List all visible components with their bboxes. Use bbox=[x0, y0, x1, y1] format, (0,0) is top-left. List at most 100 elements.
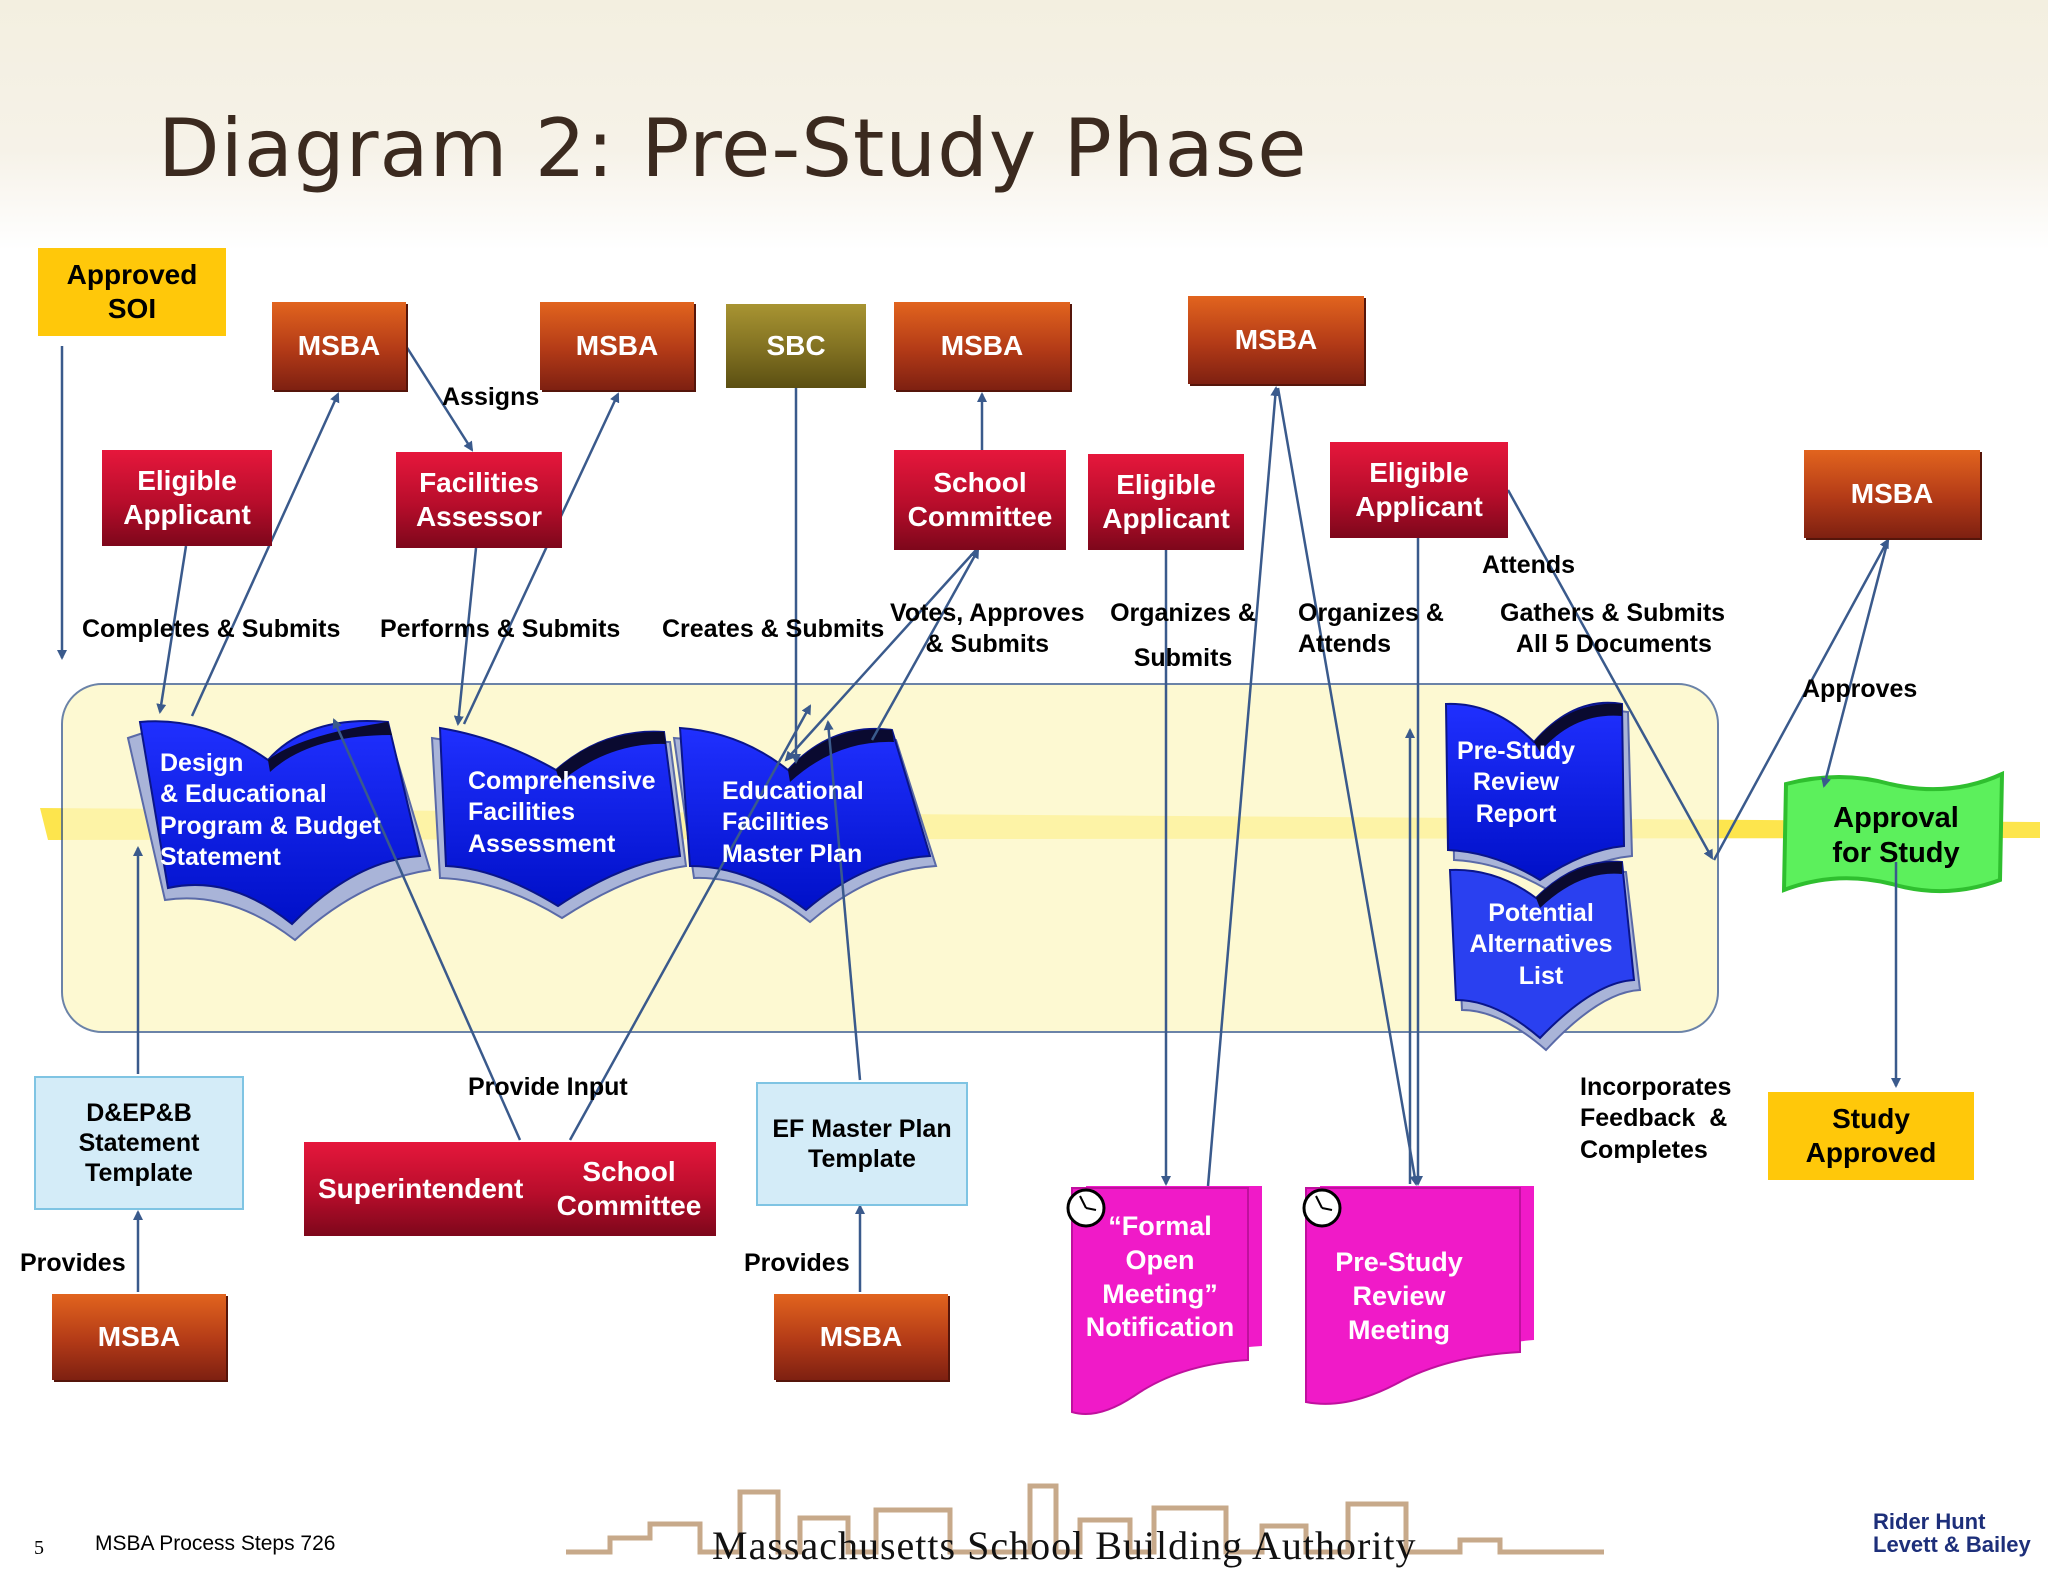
msba-box-right: MSBA bbox=[1804, 450, 1980, 538]
arrow-super-to-efmp bbox=[568, 704, 812, 1141]
arrow-msba-approves bbox=[1821, 539, 1890, 788]
sbc-box: SBC bbox=[726, 304, 866, 388]
arrow-msba1-assigns bbox=[404, 345, 474, 452]
school-committee-label-bottom: School Committee bbox=[556, 1156, 702, 1221]
arrow-cfa-to-msba2 bbox=[462, 392, 620, 725]
book-potential-alternatives bbox=[1448, 860, 1642, 1052]
calendar-text-formal: “Formal Open Meeting” Notification bbox=[1080, 1210, 1240, 1345]
label-line: Feedback & bbox=[1580, 1104, 1728, 1133]
label-organizes-submits: Organizes & Submits bbox=[1108, 598, 1258, 675]
book-line: Statement bbox=[160, 842, 281, 871]
label-organizes-attends: Organizes & Attends bbox=[1298, 598, 1444, 661]
msba-box-2: MSBA bbox=[540, 302, 694, 390]
book-line: Assessment bbox=[468, 829, 616, 858]
book-label-pal: Potential Alternatives List bbox=[1466, 898, 1616, 992]
book-line: Alternatives bbox=[1469, 930, 1613, 959]
label-approves: Approves bbox=[1802, 675, 1918, 703]
eligible-applicant-box-2: Eligible Applicant bbox=[1088, 454, 1244, 550]
superintendent-school-committee-box: Superintendent School Committee bbox=[304, 1142, 716, 1236]
approval-for-study-box: Approval for Study bbox=[1832, 802, 1960, 869]
label-incorporates-feedback: Incorporates Feedback & Completes bbox=[1580, 1072, 1731, 1166]
label-line: Gathers & Submits bbox=[1500, 599, 1726, 627]
book-label-efmp: Educational Facilities Master Plan bbox=[722, 776, 864, 870]
label-gathers-submits: Gathers & Submits All 5 Documents bbox=[1500, 598, 1725, 661]
calendar-line: Meeting bbox=[1347, 1314, 1450, 1345]
label-completes-submits: Completes & Submits bbox=[82, 615, 341, 643]
label-line: All 5 Documents bbox=[1516, 630, 1712, 659]
book-line: Pre-Study bbox=[1456, 737, 1576, 765]
book-line: Facilities bbox=[468, 798, 575, 827]
eligible-applicant-box-1: Eligible Applicant bbox=[102, 450, 272, 546]
superintendent-label: Superintendent bbox=[318, 1173, 524, 1205]
footer-firm-logo: Rider Hunt Levett & Bailey bbox=[1873, 1510, 2031, 1556]
facilities-assessor-box: Facilities Assessor bbox=[396, 452, 562, 548]
approved-soi-box: Approved SOI bbox=[38, 248, 226, 336]
book-line: Program & Budget bbox=[160, 811, 381, 840]
header-background bbox=[0, 0, 2048, 250]
book-line: Comprehensive bbox=[468, 767, 656, 795]
book-line: List bbox=[1518, 961, 1564, 990]
eligible-applicant-box-3: Eligible Applicant bbox=[1330, 442, 1508, 538]
label-provide-input: Provide Input bbox=[468, 1073, 628, 1101]
label-line: Incorporates bbox=[1580, 1073, 1732, 1101]
book-educational-facilities bbox=[672, 726, 938, 924]
firm-line: Levett & Bailey bbox=[1873, 1532, 2031, 1558]
book-label-dep: Design & Educational Program & Budget St… bbox=[160, 748, 381, 873]
calendar-text-meeting: Pre-Study Review Meeting bbox=[1314, 1246, 1484, 1347]
arrow-efmp-to-sc bbox=[870, 548, 980, 741]
firm-line: Rider Hunt bbox=[1873, 1509, 1986, 1534]
book-line: Review bbox=[1472, 768, 1560, 797]
arrow-ea3-attends bbox=[1506, 489, 1714, 860]
label-line: Submits bbox=[1133, 644, 1233, 673]
msba-bottom-box-1: MSBA bbox=[52, 1294, 226, 1380]
calendar-formal-open-meeting bbox=[1066, 1186, 1262, 1415]
study-approved-box: Study Approved bbox=[1768, 1092, 1974, 1180]
ef-master-plan-template: EF Master Plan Template bbox=[756, 1082, 968, 1206]
book-line: Design bbox=[160, 749, 244, 777]
school-committee-box-top: School Committee bbox=[894, 450, 1066, 550]
calendar-line: “Formal bbox=[1108, 1211, 1212, 1241]
msba-box-3: MSBA bbox=[894, 302, 1070, 390]
label-assigns: Assigns bbox=[442, 383, 540, 411]
label-line: & Submits bbox=[925, 630, 1050, 659]
label-line: Attends bbox=[1298, 630, 1392, 659]
footer-page-number: 5 bbox=[34, 1537, 44, 1559]
msba-bottom-box-2: MSBA bbox=[774, 1294, 948, 1380]
footer-organization-name: Massachusetts School Building Authority bbox=[712, 1523, 1417, 1568]
book-design-educational bbox=[126, 720, 432, 942]
book-label-cfa: Comprehensive Facilities Assessment bbox=[468, 766, 656, 860]
label-provides-1: Provides bbox=[20, 1249, 126, 1277]
book-line: Facilities bbox=[722, 808, 829, 837]
calendar-line: Pre-Study bbox=[1335, 1247, 1463, 1277]
arrow-ea1-to-dep bbox=[156, 545, 188, 714]
calendar-line: Notification bbox=[1085, 1312, 1235, 1343]
arrow-formal-to-msba4 bbox=[1206, 386, 1281, 1187]
label-line: Organizes & bbox=[1298, 599, 1444, 627]
label-line: Completes bbox=[1580, 1135, 1708, 1164]
arrow-ef-template-to-efmp bbox=[823, 720, 862, 1081]
book-line: Report bbox=[1475, 799, 1557, 828]
label-line: Votes, Approves bbox=[890, 599, 1085, 627]
label-line: Organizes & bbox=[1110, 599, 1256, 627]
arrow-sc-to-efmp bbox=[784, 549, 977, 762]
calendar-line: Review bbox=[1352, 1280, 1446, 1311]
calendar-pre-study-review-meeting bbox=[1302, 1186, 1534, 1405]
msba-box-1: MSBA bbox=[272, 302, 406, 390]
footer-process-steps: MSBA Process Steps 726 bbox=[95, 1532, 336, 1555]
book-comprehensive-facilities bbox=[430, 726, 688, 920]
label-creates-submits: Creates & Submits bbox=[662, 615, 885, 643]
dep-statement-template: D&EP&B Statement Template bbox=[34, 1076, 244, 1210]
calendar-line: Open bbox=[1125, 1244, 1195, 1275]
footer-skyline bbox=[566, 1483, 1604, 1555]
approval-for-study-shape bbox=[1781, 770, 2005, 894]
msba-box-4: MSBA bbox=[1188, 296, 1364, 384]
book-line: Master Plan bbox=[722, 839, 863, 868]
book-pre-study-review bbox=[1444, 701, 1634, 892]
slide-title: Diagram 2: Pre-Study Phase bbox=[158, 102, 1308, 195]
book-line: Educational bbox=[722, 777, 864, 805]
book-line: & Educational bbox=[160, 780, 327, 809]
label-performs-submits: Performs & Submits bbox=[380, 615, 621, 643]
arrow-fa-to-cfa bbox=[453, 547, 478, 726]
calendar-line: Meeting” bbox=[1102, 1278, 1218, 1309]
